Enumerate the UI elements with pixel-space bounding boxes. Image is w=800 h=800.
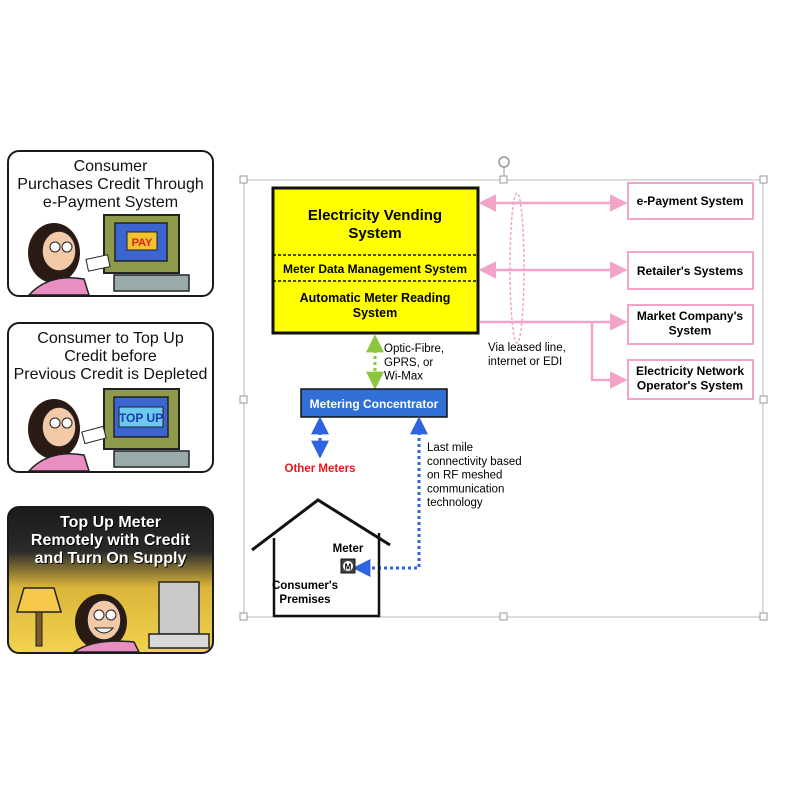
topup-screen-text: TOP UP [119, 411, 163, 425]
meter-symbol: M [345, 563, 352, 572]
pay-screen-text: PAY [132, 237, 153, 249]
panel-topup: Consumer to Top Up Credit before Previou… [7, 322, 214, 473]
panel-caption: Top Up Meter Remotely with Credit and Tu… [30, 514, 191, 567]
epayment-label: e-Payment System [637, 194, 744, 208]
leased-line-label: Via leased line,internet or EDI [488, 342, 566, 368]
cartoon-topup-illustration: TOP UP [27, 388, 190, 471]
rotate-handle-icon [498, 156, 510, 168]
meter-label: Meter [333, 543, 364, 555]
house-roof [251, 498, 391, 552]
panel-epayment: Consumer Purchases Credit Through e-Paym… [7, 150, 214, 297]
arrow-network-operator [590, 322, 628, 389]
panel-caption: Consumer Purchases Credit Through e-Paym… [17, 158, 204, 211]
cartoon-pay-illustration: PAY [27, 214, 190, 295]
cartoon-supply-on-illustration [16, 581, 210, 652]
mdms-label: Meter Data Management System [283, 262, 467, 276]
house-walls [272, 533, 381, 618]
panel-caption: Consumer to Top Up Credit before Previou… [13, 330, 208, 383]
retailers-box [627, 251, 754, 290]
network-operator-box [627, 359, 754, 400]
vending-system-box [271, 186, 480, 335]
other-meters-label: Other Meters [285, 463, 356, 475]
epayment-box [627, 182, 754, 220]
panel-remote-topup: Top Up Meter Remotely with Credit and Tu… [7, 506, 214, 654]
metering-concentrator-label: Metering Concentrator [310, 397, 439, 411]
leased-line-ellipse [509, 192, 525, 344]
selection-handles [239, 175, 768, 621]
retailers-label: Retailer's Systems [637, 264, 744, 278]
market-box [627, 304, 754, 345]
arrow-last-mile [352, 416, 428, 577]
